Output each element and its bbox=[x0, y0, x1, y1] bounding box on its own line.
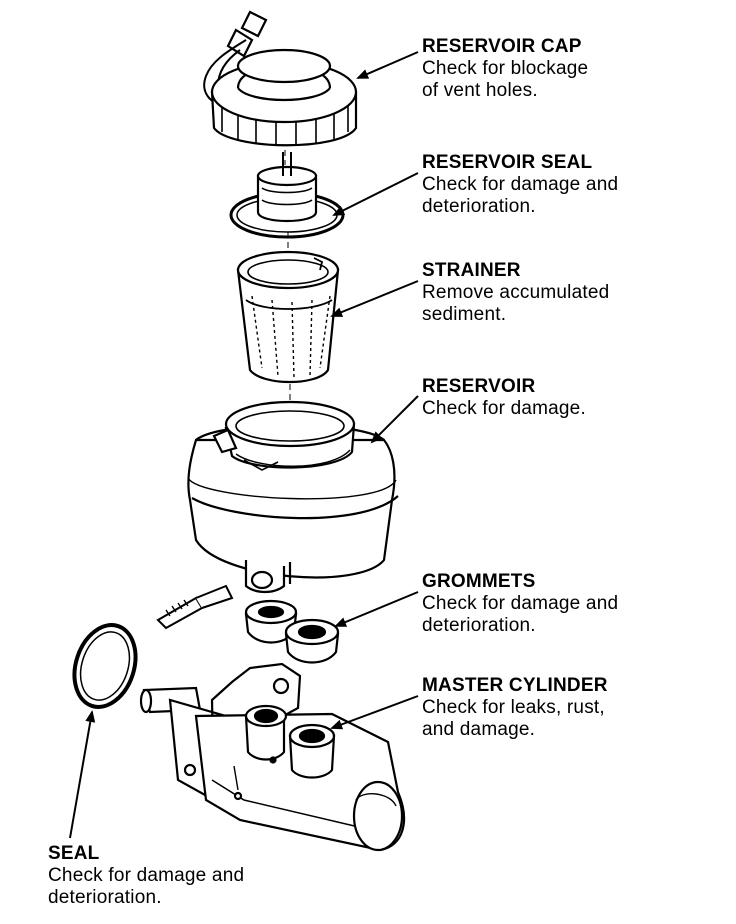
callout-text: Check for damage. bbox=[422, 398, 586, 419]
leader-reservoir-cap bbox=[356, 51, 419, 79]
callout-reservoir-cap: RESERVOIR CAP Check for blockage of vent… bbox=[422, 36, 588, 102]
callout-master-cylinder: MASTER CYLINDER Check for leaks, rust, a… bbox=[422, 675, 608, 741]
seal-part bbox=[72, 623, 138, 709]
callout-title: RESERVOIR SEAL bbox=[422, 152, 593, 173]
reservoir-cap-part bbox=[203, 10, 358, 147]
leader-strainer bbox=[330, 280, 419, 317]
callout-title: RESERVOIR bbox=[422, 376, 536, 397]
callout-text: of vent holes. bbox=[422, 80, 538, 101]
master-cylinder-part bbox=[139, 662, 406, 852]
callout-title: MASTER CYLINDER bbox=[422, 675, 608, 696]
leader-reservoir-seal bbox=[332, 172, 419, 216]
leader-lines bbox=[69, 51, 419, 839]
callout-text: Check for damage and bbox=[422, 593, 619, 614]
sensor-probe-part bbox=[156, 584, 234, 630]
callout-title: RESERVOIR CAP bbox=[422, 36, 582, 57]
callout-text: Check for damage and bbox=[48, 865, 245, 886]
callout-seal: SEAL Check for damage and deterioration. bbox=[48, 843, 244, 909]
callout-text: deterioration. bbox=[422, 196, 536, 217]
reservoir-seal-part bbox=[229, 152, 345, 239]
callout-text: Remove accumulated bbox=[422, 282, 610, 303]
grommets-part bbox=[244, 599, 340, 664]
leader-master-cylinder bbox=[330, 695, 419, 730]
callout-text: Check for damage and bbox=[422, 174, 619, 195]
leader-grommets bbox=[334, 591, 419, 627]
callout-grommets: GROMMETS Check for damage and deteriorat… bbox=[422, 571, 618, 637]
callout-title: GROMMETS bbox=[422, 571, 536, 592]
callout-text: Check for leaks, rust, bbox=[422, 697, 605, 718]
leader-reservoir bbox=[370, 395, 419, 444]
callout-title: STRAINER bbox=[422, 260, 521, 281]
callout-text: deterioration. bbox=[422, 615, 536, 636]
reservoir-part bbox=[187, 400, 399, 594]
callout-text: deterioration. bbox=[48, 887, 162, 908]
callout-text: Check for blockage bbox=[422, 58, 589, 79]
strainer-part bbox=[236, 250, 340, 384]
callout-text: and damage. bbox=[422, 719, 536, 740]
callout-reservoir-seal: RESERVOIR SEAL Check for damage and dete… bbox=[422, 152, 618, 218]
callout-strainer: STRAINER Remove accumulated sediment. bbox=[422, 260, 609, 326]
callout-reservoir: RESERVOIR Check for damage. bbox=[422, 376, 586, 420]
leader-seal bbox=[69, 710, 96, 839]
callout-title: SEAL bbox=[48, 843, 100, 864]
callout-text: sediment. bbox=[422, 304, 507, 325]
